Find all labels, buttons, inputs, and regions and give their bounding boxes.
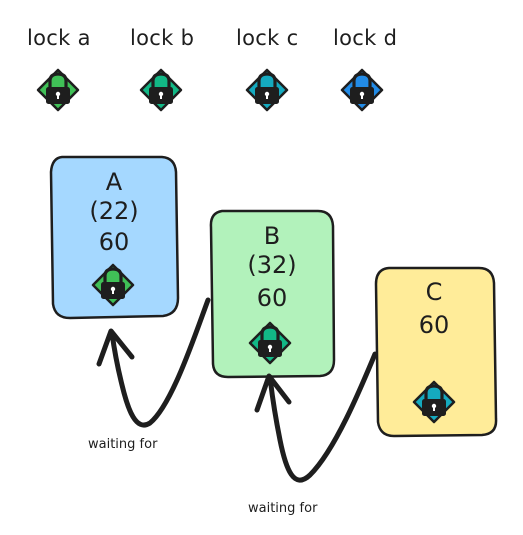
node-b-name: B	[264, 222, 280, 250]
padlock-glyph	[245, 68, 289, 112]
padlock-glyph	[139, 68, 183, 112]
edge-c-to-b: waiting for	[248, 351, 378, 516]
lock-legend: lock a lock b lock c lock d	[27, 26, 397, 112]
node-b-box	[209, 209, 336, 379]
edge-b-to-a-label: waiting for	[88, 437, 158, 452]
edge-b-to-a: waiting for	[88, 297, 211, 452]
lock-c-label: lock c	[236, 26, 298, 50]
node-b-value: 60	[257, 284, 288, 312]
lock-d-icon	[340, 68, 384, 112]
lock-b-icon	[139, 68, 183, 112]
lock-c-icon	[245, 68, 289, 112]
node-a: A (22) 60	[49, 155, 180, 320]
lock-a-label: lock a	[27, 26, 91, 50]
lock-b-label: lock b	[130, 26, 194, 50]
node-a-priority: (22)	[89, 197, 138, 225]
node-c: C 60	[374, 266, 498, 438]
edge-b-to-a-line	[109, 297, 211, 428]
node-a-box	[49, 155, 180, 320]
node-a-value: 60	[99, 228, 130, 256]
node-c-value: 60	[419, 311, 450, 339]
edge-c-to-b-label: waiting for	[248, 501, 318, 516]
lock-d-label: lock d	[333, 26, 397, 50]
node-c-box	[374, 266, 498, 438]
edge-b-to-a-arrowhead	[96, 328, 135, 367]
lock-a-icon	[36, 68, 80, 112]
edge-c-to-b-arrowhead	[254, 373, 292, 413]
node-a-name: A	[106, 168, 123, 196]
node-c-name: C	[426, 278, 443, 306]
node-b: B (32) 60	[209, 209, 336, 379]
padlock-glyph	[36, 68, 80, 112]
padlock-glyph	[340, 68, 384, 112]
edge-c-to-b-line	[267, 351, 378, 483]
node-b-priority: (32)	[247, 251, 296, 279]
